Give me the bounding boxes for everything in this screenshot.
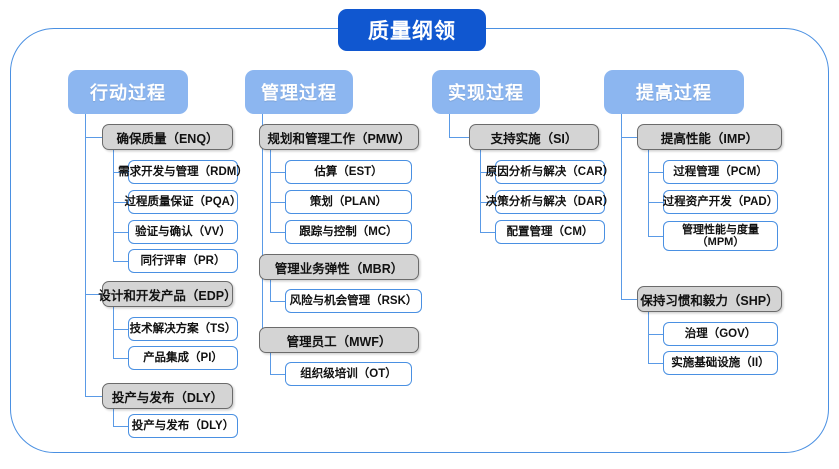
- connector-col1-stub-g1: [85, 137, 102, 139]
- connector-pmw-stub-2: [270, 202, 285, 204]
- connector-pmw-stub-1: [270, 172, 285, 174]
- leaf-box-plan[interactable]: 策划（PLAN）: [285, 190, 412, 214]
- leaf-box-gov[interactable]: 治理（GOV）: [663, 322, 778, 346]
- group-box-enq[interactable]: 确保质量（ENQ）: [102, 124, 233, 150]
- connector-col3-trunk: [449, 114, 451, 138]
- connector-imp-stub-3: [648, 236, 663, 238]
- diagram-title: 质量纲领: [338, 9, 486, 51]
- connector-col4-stub-g1: [621, 137, 637, 139]
- leaf-box-pi[interactable]: 产品集成（PI）: [128, 346, 238, 370]
- connector-col1-trunk: [85, 114, 87, 397]
- connector-dly-trunk: [113, 409, 115, 427]
- leaf-box-cm[interactable]: 配置管理（CM）: [495, 220, 605, 244]
- connector-si-trunk: [480, 150, 482, 233]
- connector-shp-trunk: [648, 312, 650, 364]
- leaf-box-pcm[interactable]: 过程管理（PCM）: [663, 160, 778, 184]
- connector-mbr-stub-1: [270, 301, 285, 303]
- connector-col3-stub-g1: [449, 137, 469, 139]
- leaf-box-ii[interactable]: 实施基础设施（II）: [663, 351, 778, 375]
- connector-pmw-trunk: [270, 150, 272, 233]
- leaf-box-mc[interactable]: 跟踪与控制（MC）: [285, 220, 412, 244]
- connector-mbr-trunk: [270, 280, 272, 302]
- connector-col4-trunk: [621, 114, 623, 300]
- connector-shp-stub-1: [648, 334, 663, 336]
- connector-edp-stub-2: [113, 358, 128, 360]
- group-box-dly[interactable]: 投产与发布（DLY）: [102, 383, 233, 409]
- connector-si-stub-1: [480, 172, 495, 174]
- leaf-box-dar[interactable]: 决策分析与解决（DAR）: [486, 190, 614, 214]
- leaf-box-ts[interactable]: 技术解决方案（TS）: [128, 317, 238, 341]
- column-header-management-process[interactable]: 管理过程: [245, 70, 353, 114]
- connector-edp-stub-1: [113, 329, 128, 331]
- connector-enq-stub-2: [113, 202, 128, 204]
- connector-enq-stub-3: [113, 232, 128, 234]
- column-header-realization-process[interactable]: 实现过程: [432, 70, 540, 114]
- leaf-box-car[interactable]: 原因分析与解决（CAR）: [486, 160, 614, 184]
- column-header-improvement-process[interactable]: 提高过程: [604, 70, 744, 114]
- leaf-box-rsk[interactable]: 风险与机会管理（RSK）: [285, 289, 422, 313]
- connector-shp-stub-2: [648, 363, 663, 365]
- connector-dly-stub-1: [113, 426, 128, 428]
- leaf-box-vv[interactable]: 验证与确认（VV）: [128, 220, 238, 244]
- column-header-action-process[interactable]: 行动过程: [68, 70, 188, 114]
- group-box-imp[interactable]: 提高性能（IMP）: [637, 124, 782, 150]
- leaf-box-dly-item[interactable]: 投产与发布（DLY）: [128, 414, 238, 438]
- connector-col2-trunk: [262, 114, 264, 341]
- group-box-mwf[interactable]: 管理员工（MWF）: [259, 327, 419, 353]
- connector-imp-stub-1: [648, 172, 663, 174]
- leaf-box-ot[interactable]: 组织级培训（OT）: [285, 362, 412, 386]
- connector-pmw-stub-3: [270, 232, 285, 234]
- leaf-box-pad[interactable]: 过程资产开发（PAD）: [663, 190, 778, 214]
- connector-enq-stub-1: [113, 172, 128, 174]
- connector-imp-trunk: [648, 150, 650, 237]
- group-box-pmw[interactable]: 规划和管理工作（PMW）: [259, 124, 419, 150]
- connector-mwf-trunk: [270, 353, 272, 375]
- leaf-box-pqa[interactable]: 过程质量保证（PQA）: [125, 190, 241, 214]
- connector-si-stub-2: [480, 202, 495, 204]
- connector-si-stub-3: [480, 232, 495, 234]
- connector-mwf-stub-1: [270, 374, 285, 376]
- group-box-si[interactable]: 支持实施（SI）: [469, 124, 599, 150]
- connector-col1-stub-g2: [85, 294, 102, 296]
- leaf-box-pr[interactable]: 同行评审（PR）: [128, 249, 238, 273]
- connector-col4-stub-g2: [621, 299, 637, 301]
- connector-col1-stub-g3: [85, 396, 102, 398]
- group-box-edp[interactable]: 设计和开发产品（EDP）: [98, 281, 237, 307]
- group-box-shp[interactable]: 保持习惯和毅力（SHP）: [637, 286, 782, 312]
- group-box-mbr[interactable]: 管理业务弹性（MBR）: [259, 254, 419, 280]
- leaf-box-rdm[interactable]: 需求开发与管理（RDM）: [118, 160, 248, 184]
- leaf-box-mpm[interactable]: 管理性能与度量 （MPM）: [663, 221, 778, 251]
- connector-enq-stub-4: [113, 261, 128, 263]
- connector-edp-trunk: [113, 307, 115, 359]
- connector-imp-stub-2: [648, 202, 663, 204]
- connector-enq-trunk: [113, 150, 115, 262]
- leaf-box-est[interactable]: 估算（EST）: [285, 160, 412, 184]
